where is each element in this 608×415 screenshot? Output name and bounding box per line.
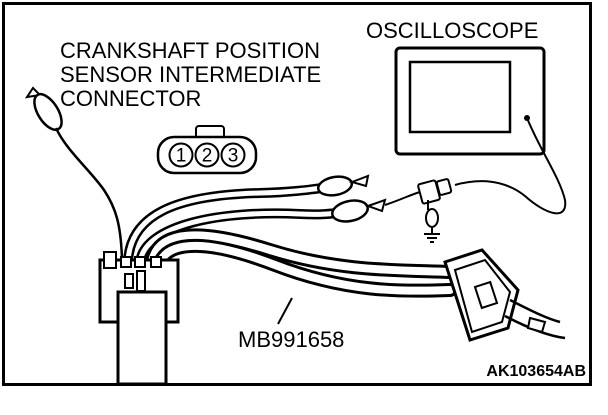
harness-connector-left [98,251,180,386]
figure-code: AK103654AB [486,363,586,380]
alligator-clip-lower [331,198,387,223]
test-harness-cables [123,180,457,298]
pin-2-number: 2 [202,146,213,167]
alligator-clip-left [24,86,63,132]
harness-label: MB991658 [238,327,344,352]
pin-3-circle [220,142,246,168]
oscilloscope-screen [408,60,512,134]
pin-2-circle [194,142,220,168]
connector-label-line3: CONNECTOR [60,86,201,111]
harness-leader-line [277,297,293,325]
harness-connector-right [443,248,566,342]
pin-1-number: 1 [176,146,187,167]
diagram-frame [2,2,592,386]
oscilloscope-cable [454,117,567,215]
pin-3-number: 3 [228,146,239,167]
connector-label-line1: CRANKSHAFT POSITION [60,38,320,63]
connector-label-line2: SENSOR INTERMEDIATE [60,62,321,87]
probe-connector [384,178,453,206]
alligator-clip-upper [316,174,370,197]
oscilloscope-label: OSCILLOSCOPE [366,18,538,43]
pin-1-circle [168,142,194,168]
left-test-lead [54,127,124,261]
connector-pin-icon: 1 2 3 [156,125,258,175]
ground-clip-icon [424,200,440,243]
oscilloscope-device [394,46,546,156]
